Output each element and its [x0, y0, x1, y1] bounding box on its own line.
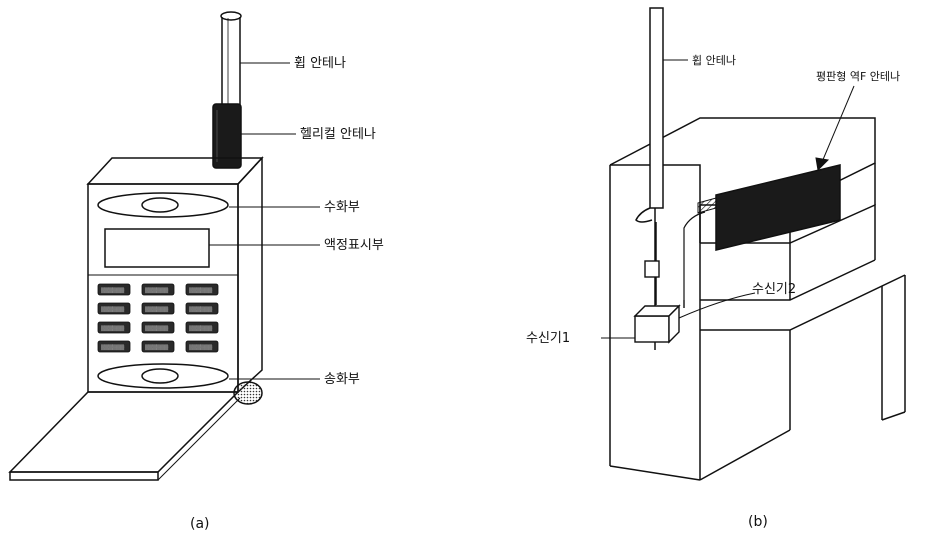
- label-lcd-a: 액정표시부: [324, 238, 384, 253]
- label-helical-antenna-a: 헬리컬 안테나: [300, 127, 376, 142]
- keypad-key-text: ▒▒▒▒▒▒: [145, 325, 168, 332]
- keypad-key-text: ▒▒▒▒▒▒: [145, 306, 168, 313]
- flip-cover-edge: [9, 471, 159, 481]
- keypad-key-text: ▒▒▒▒▒▒: [145, 344, 168, 351]
- whip-antenna-b: [635, 7, 664, 305]
- keypad-key: [141, 340, 175, 353]
- label-mouthpiece-a: 송화부: [324, 372, 360, 387]
- keypad-key-text: ▒▒▒▒▒▒: [189, 325, 212, 332]
- keypad-key: [185, 283, 219, 296]
- keypad-key: [97, 283, 131, 296]
- phone-body-side: [237, 156, 263, 394]
- pifa-antenna: [683, 164, 841, 300]
- caption-a: (a): [190, 516, 210, 532]
- keypad-key: [141, 321, 175, 334]
- label-receiver2: 수신기2: [752, 282, 796, 297]
- leader-lines-a: [209, 62, 320, 380]
- hinge-a: [233, 381, 263, 405]
- keypad-key-text: ▒▒▒▒▒▒: [189, 344, 212, 351]
- keypad-key: [185, 321, 219, 334]
- keypad-key: [97, 340, 131, 353]
- label-pifa-antenna: 평판형 역F 안테나: [816, 70, 900, 83]
- receiver1-box: [634, 315, 670, 343]
- small-component: [644, 260, 660, 278]
- keypad-key: [185, 340, 219, 353]
- keypad-key: [141, 302, 175, 315]
- mouthpiece-a: [97, 363, 229, 389]
- keypad-key-text: ▒▒▒▒▒▒: [189, 287, 212, 294]
- label-whip-antenna-a: 휩 안테나: [294, 56, 346, 71]
- helical-antenna-a: [212, 103, 242, 169]
- receiver-block: [633, 260, 685, 344]
- keypad-key: [185, 302, 219, 315]
- keypad-key: [141, 283, 175, 296]
- figure-a-phone: [8, 11, 264, 481]
- keypad-key: [97, 302, 131, 315]
- leader-lines-b: [601, 59, 855, 339]
- label-earpiece-a: 수화부: [324, 200, 360, 215]
- keypad-key-text: ▒▒▒▒▒▒: [145, 287, 168, 294]
- label-whip-antenna-b: 휩 안테나: [692, 54, 736, 67]
- whip-antenna-a: [220, 11, 242, 108]
- keypad-key-text: ▒▒▒▒▒▒: [101, 306, 124, 313]
- keypad-key-text: ▒▒▒▒▒▒: [101, 344, 124, 351]
- flip-cover: [8, 391, 240, 473]
- keypad-a: ▒▒▒▒▒▒ ▒▒▒▒▒▒ ▒▒▒▒▒▒ ▒▒▒▒▒▒ ▒▒▒▒▒▒ ▒▒▒▒▒▒ ▒▒▒▒…: [97, 283, 219, 353]
- caption-b: (b): [748, 514, 768, 530]
- keypad-key-text: ▒▒▒▒▒▒: [101, 325, 124, 332]
- keypad-key-text: ▒▒▒▒▒▒: [101, 287, 124, 294]
- label-receiver1: 수신기1: [526, 331, 570, 346]
- earpiece-a: [97, 192, 229, 218]
- lcd-display-a: [104, 228, 210, 268]
- keypad-key: [97, 321, 131, 334]
- keypad-key-text: ▒▒▒▒▒▒: [189, 306, 212, 313]
